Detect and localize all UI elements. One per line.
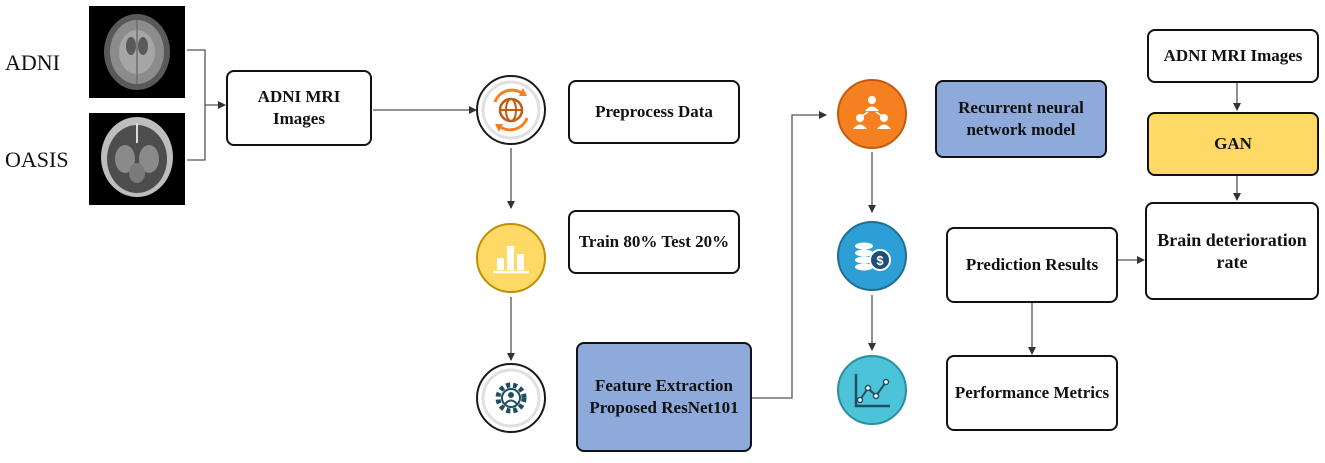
network-people-icon — [836, 78, 908, 150]
coins-dollar-icon: $ — [836, 220, 908, 292]
input-label-oasis: OASIS — [5, 147, 69, 172]
edge-feature-to-rnn — [752, 111, 827, 399]
globe-refresh-icon — [475, 74, 547, 146]
adni-mri-thumbnail — [89, 6, 185, 98]
gear-user-icon — [475, 362, 547, 434]
node-gan: GAN — [1147, 112, 1319, 176]
node-prediction-results: Prediction Results — [946, 227, 1118, 303]
node-performance-metrics: Performance Metrics — [946, 355, 1118, 431]
node-brain-deterioration-rate: Brain deterioration rate — [1145, 202, 1319, 300]
node-feature-extraction: Feature Extraction Proposed ResNet101 — [576, 342, 752, 452]
input-label-adni: ADNI — [5, 50, 60, 75]
node-adni-mri-images-gan: ADNI MRI Images — [1147, 29, 1319, 83]
node-adni-mri-images: ADNI MRI Images — [226, 70, 372, 146]
node-preprocess-data: Preprocess Data — [568, 80, 740, 144]
oasis-mri-thumbnail — [89, 113, 185, 205]
svg-text:$: $ — [876, 253, 884, 268]
node-train-test-split: Train 80% Test 20% — [568, 210, 740, 274]
edge-adni-bracket — [187, 49, 206, 161]
bar-chart-icon — [475, 222, 547, 294]
node-rnn-model: Recurrent neural network model — [935, 80, 1107, 158]
line-chart-icon — [836, 354, 908, 426]
